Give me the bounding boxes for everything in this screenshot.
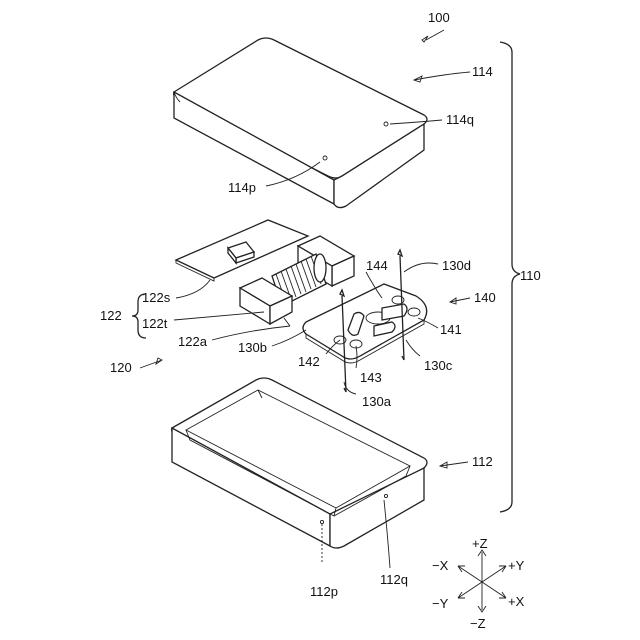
axis-label-minus-z: −Z	[470, 616, 486, 631]
label-122t: 122t	[142, 316, 168, 331]
label-112: 112	[472, 454, 493, 469]
axis-label-minus-y: −Y	[432, 596, 449, 611]
label-140: 140	[474, 290, 496, 305]
label-141: 141	[440, 322, 462, 337]
axis-label-plus-y: +Y	[508, 558, 525, 573]
axis-symbol	[458, 550, 506, 612]
label-122a: 122a	[178, 334, 208, 349]
label-143: 143	[360, 370, 382, 385]
label-130d: 130d	[442, 258, 471, 273]
label-130c: 130c	[424, 358, 453, 373]
label-112p: 112p	[310, 584, 338, 599]
label-110: 110	[520, 268, 541, 283]
label-100: 100	[428, 10, 450, 25]
label-114p: 114p	[228, 180, 256, 195]
label-114q: 114q	[446, 112, 474, 127]
axis-label-minus-x: −X	[432, 558, 449, 573]
label-120: 120	[110, 360, 132, 375]
lid-114	[174, 38, 427, 208]
label-142: 142	[298, 354, 320, 369]
label-122: 122	[100, 308, 122, 323]
label-130b: 130b	[238, 340, 267, 355]
label-130a: 130a	[362, 394, 392, 409]
axis-label-plus-x: +X	[508, 594, 525, 609]
label-122s: 122s	[142, 290, 171, 305]
housing-bracket	[500, 42, 520, 512]
label-112q: 112q	[380, 572, 408, 587]
axis-label-plus-z: +Z	[472, 536, 488, 551]
label-114: 114	[472, 64, 493, 79]
label-144: 144	[366, 258, 388, 273]
